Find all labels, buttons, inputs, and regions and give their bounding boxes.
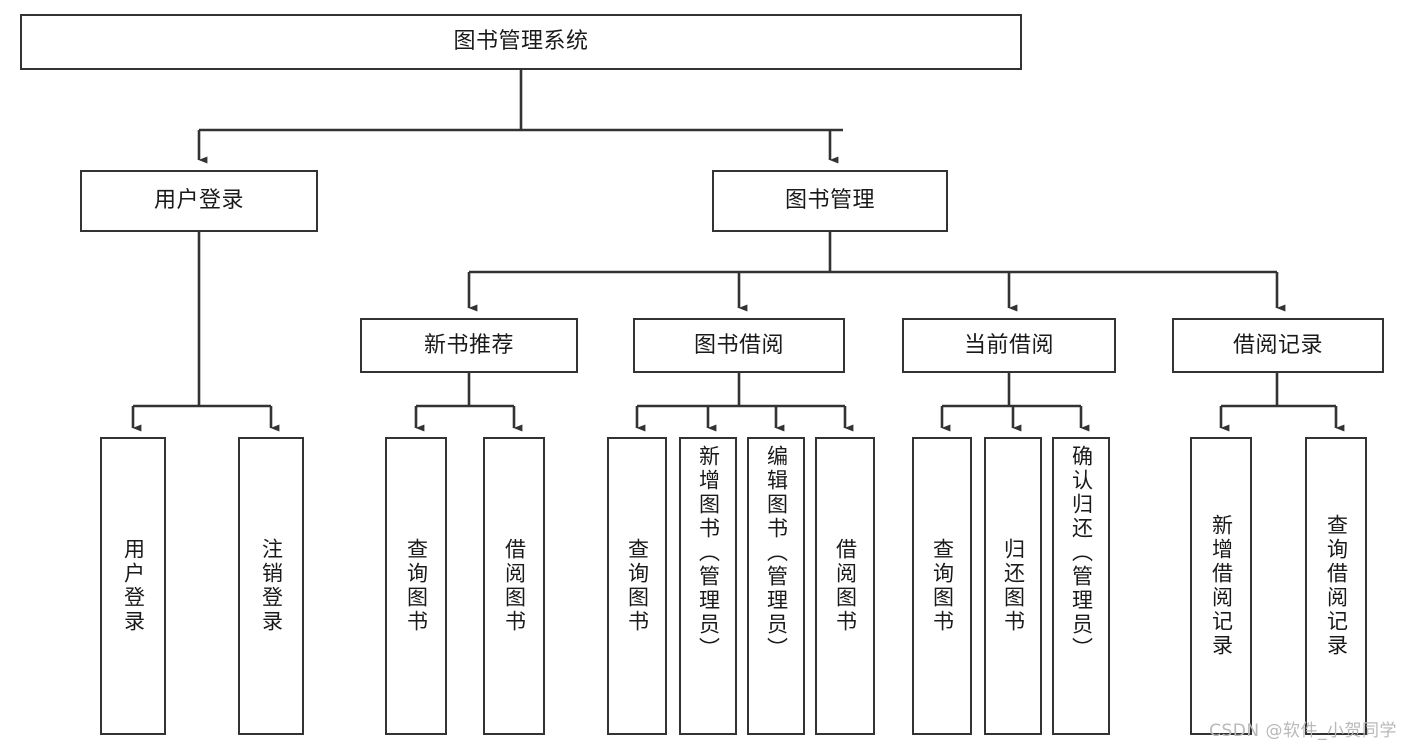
node-label: 用户登录	[121, 538, 146, 634]
node-book-management[interactable]: 图书管理	[712, 170, 948, 232]
node-label: 图书管理	[784, 188, 875, 214]
node-root-book-management-system[interactable]: 图书管理系统	[20, 14, 1022, 70]
node-label: 编辑图书（管理员）	[764, 445, 789, 661]
node-user-login[interactable]: 用户登录	[80, 170, 318, 232]
node-label: 查询图书	[625, 538, 650, 634]
node-label: 新书推荐	[423, 332, 514, 358]
node-new-book-recommendation[interactable]: 新书推荐	[360, 318, 578, 373]
node-leaf-user-login[interactable]: 用户登录	[100, 437, 166, 735]
node-leaf-edit-book-admin[interactable]: 编辑图书（管理员）	[747, 437, 805, 735]
node-leaf-confirm-return-admin[interactable]: 确认归还（管理员）	[1052, 437, 1110, 735]
node-leaf-query-book-current[interactable]: 查询图书	[912, 437, 972, 735]
node-leaf-query-book-borrowing[interactable]: 查询图书	[607, 437, 667, 735]
node-leaf-borrow-book-recommendation[interactable]: 借阅图书	[483, 437, 545, 735]
node-label: 查询借阅记录	[1324, 514, 1349, 658]
node-current-borrowing[interactable]: 当前借阅	[902, 318, 1116, 373]
node-leaf-query-borrowing-record[interactable]: 查询借阅记录	[1305, 437, 1367, 735]
node-leaf-borrow-book-borrowing[interactable]: 借阅图书	[815, 437, 875, 735]
node-label: 查询图书	[404, 538, 429, 634]
node-leaf-add-book-admin[interactable]: 新增图书（管理员）	[679, 437, 737, 735]
node-leaf-query-book-recommendation[interactable]: 查询图书	[385, 437, 447, 735]
node-label: 注销登录	[259, 538, 284, 634]
node-label: 确认归还（管理员）	[1069, 445, 1094, 661]
node-label: 借阅图书	[833, 538, 858, 634]
node-label: 当前借阅	[963, 332, 1054, 358]
node-label: 借阅记录	[1232, 332, 1323, 358]
node-label: 归还图书	[1001, 538, 1026, 634]
node-label: 图书管理系统	[453, 29, 589, 55]
node-leaf-add-borrowing-record[interactable]: 新增借阅记录	[1190, 437, 1252, 735]
node-label: 借阅图书	[502, 538, 527, 634]
node-leaf-return-book[interactable]: 归还图书	[984, 437, 1042, 735]
node-leaf-logout[interactable]: 注销登录	[238, 437, 304, 735]
node-label: 新增图书（管理员）	[696, 445, 721, 661]
node-book-borrowing[interactable]: 图书借阅	[633, 318, 845, 373]
node-borrowing-record[interactable]: 借阅记录	[1172, 318, 1384, 373]
node-label: 新增借阅记录	[1209, 514, 1234, 658]
csdn-watermark: CSDN @软件_小贺同学	[1209, 721, 1397, 741]
node-label: 图书借阅	[693, 332, 784, 358]
node-label: 查询图书	[930, 538, 955, 634]
node-label: 用户登录	[153, 188, 244, 214]
